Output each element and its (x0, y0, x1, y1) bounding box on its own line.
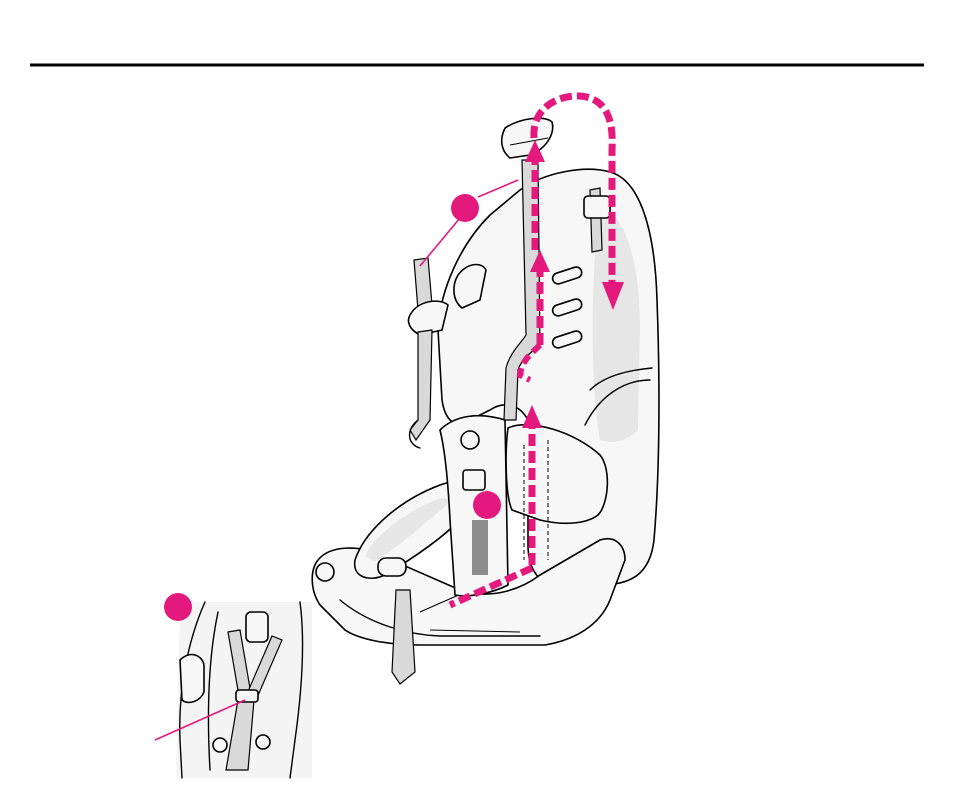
pedestal-buckle (463, 470, 485, 490)
car-seat (312, 118, 659, 684)
loose-strap-buckle (408, 301, 448, 335)
inset-top-buckle (246, 612, 268, 642)
callout-dot-inset (164, 593, 192, 621)
crotch-strap (472, 520, 488, 575)
inset-chest-clip (236, 690, 258, 702)
front-adjuster-knob (316, 563, 334, 581)
right-shoulder-clip (584, 196, 610, 218)
inset-side-handle (180, 655, 204, 703)
inset-anchor-left (213, 738, 227, 752)
inset-anchor-right (256, 735, 270, 749)
callout-dot-seat-back (473, 491, 501, 519)
pedestal-knob (461, 431, 479, 449)
detail-inset (155, 593, 312, 778)
harness-lock (378, 558, 406, 576)
callout-dot-headrest (451, 194, 479, 222)
